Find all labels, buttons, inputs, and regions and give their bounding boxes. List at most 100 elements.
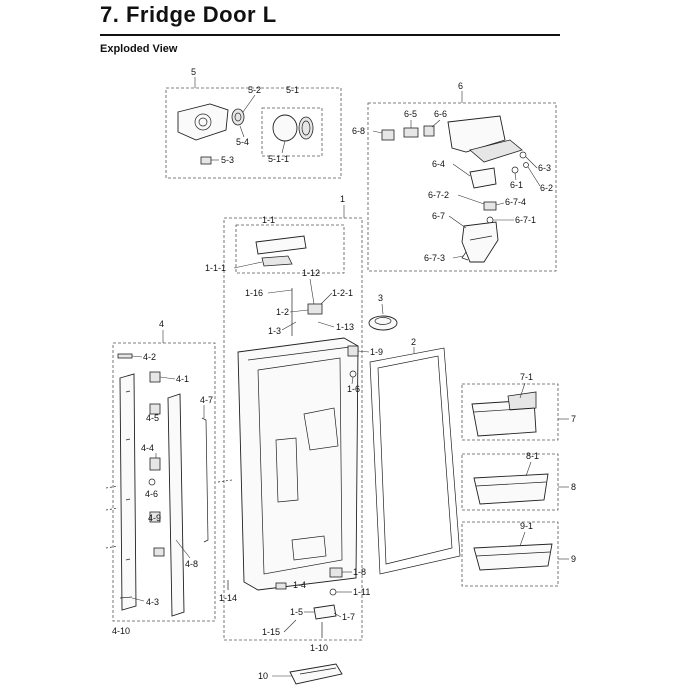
label-6-1: 6-1 xyxy=(510,180,523,190)
label-4-4: 4-4 xyxy=(141,443,154,453)
label-1-1: 1-1 xyxy=(262,215,275,225)
part-1-11 xyxy=(329,588,337,596)
label-1-10: 1-10 xyxy=(310,643,328,653)
group-4-box xyxy=(112,342,216,622)
part-6-8 xyxy=(381,129,395,141)
label-1-16: 1-16 xyxy=(245,288,263,298)
label-2: 2 xyxy=(411,337,416,347)
label-6-7-3: 6-7-3 xyxy=(424,253,445,263)
label-1: 1 xyxy=(340,194,345,204)
label-6-6: 6-6 xyxy=(434,109,447,119)
label-9: 9 xyxy=(571,554,576,564)
label-1-2: 1-2 xyxy=(276,307,289,317)
label-8-1: 8-1 xyxy=(526,451,539,461)
part-5-2 xyxy=(231,108,245,126)
label-6: 6 xyxy=(458,81,463,91)
part-4-3 xyxy=(119,596,133,599)
group-9-box xyxy=(461,521,559,587)
part-4-8-clip xyxy=(153,547,165,557)
label-9-1: 9-1 xyxy=(520,521,533,531)
group-5-box xyxy=(165,87,342,179)
label-1-2-1: 1-2-1 xyxy=(332,288,353,298)
part-3-ring xyxy=(368,315,398,331)
part-1-door-liner xyxy=(237,337,359,591)
label-7-1: 7-1 xyxy=(520,372,533,382)
label-4-2: 4-2 xyxy=(143,352,156,362)
label-4-10: 4-10 xyxy=(112,626,130,636)
label-5-1: 5-1 xyxy=(286,85,299,95)
part-1-9 xyxy=(347,345,359,357)
label-4-7: 4-7 xyxy=(200,395,213,405)
part-9-1-bin xyxy=(473,543,553,571)
part-6-2 xyxy=(523,162,529,168)
part-5-3 xyxy=(200,156,212,165)
part-1-2 xyxy=(307,303,323,315)
group-8-box xyxy=(461,453,559,511)
group-1-1-box xyxy=(235,224,345,274)
label-4-8: 4-8 xyxy=(185,559,198,569)
label-1-14: 1-14 xyxy=(219,593,237,603)
part-4-8-wire xyxy=(201,417,209,543)
label-1-12: 1-12 xyxy=(302,268,320,278)
part-1-4 xyxy=(275,582,287,590)
label-8: 8 xyxy=(571,482,576,492)
part-6-4 xyxy=(469,167,497,189)
label-1-11: 1-11 xyxy=(353,587,370,597)
label-1-9: 1-9 xyxy=(370,347,383,357)
label-4-9: 4-9 xyxy=(148,513,161,523)
screw-axis-4 xyxy=(217,479,233,483)
label-4-6: 4-6 xyxy=(145,489,158,499)
part-1-8 xyxy=(329,567,343,578)
title-rule: 7. Fridge Door L xyxy=(100,0,560,36)
part-8-1-bin xyxy=(473,473,549,505)
label-6-2: 6-2 xyxy=(540,183,553,193)
label-5-2: 5-2 xyxy=(248,85,261,95)
part-6-5 xyxy=(403,127,419,138)
part-5-1-motor xyxy=(272,114,314,142)
part-2-gasket xyxy=(369,347,461,575)
label-6-8: 6-8 xyxy=(352,126,365,136)
label-1-3: 1-3 xyxy=(268,326,281,336)
label-6-5: 6-5 xyxy=(404,109,417,119)
label-3: 3 xyxy=(378,293,383,303)
part-6-dispenser-frame xyxy=(447,115,523,163)
label-1-6: 1-6 xyxy=(347,384,360,394)
part-6-3 xyxy=(519,151,527,159)
part-6-7-4 xyxy=(483,201,497,211)
part-5-housing xyxy=(177,103,229,141)
part-1-5-hinge xyxy=(313,604,337,620)
group-1-box xyxy=(223,217,363,641)
label-6-7-1: 6-7-1 xyxy=(515,215,536,225)
label-7: 7 xyxy=(571,414,576,424)
label-1-4: 1-4 xyxy=(293,580,306,590)
section-subtitle: Exploded View xyxy=(100,43,178,55)
part-7-1-bin xyxy=(471,391,537,437)
label-6-7-2: 6-7-2 xyxy=(428,190,449,200)
label-10: 10 xyxy=(258,671,268,681)
part-4-2 xyxy=(117,353,133,359)
label-5-3: 5-3 xyxy=(221,155,234,165)
part-6-6 xyxy=(423,125,435,137)
part-10-cover xyxy=(289,663,343,685)
label-1-15: 1-15 xyxy=(262,627,280,637)
part-4-7-rail xyxy=(167,393,185,617)
label-1-1-1: 1-1-1 xyxy=(205,263,226,273)
label-1-7: 1-7 xyxy=(342,612,355,622)
part-4-4-bracket xyxy=(149,457,161,471)
label-6-4: 6-4 xyxy=(432,159,445,169)
label-4: 4 xyxy=(159,319,164,329)
part-4-trim-strip xyxy=(119,373,137,611)
label-5: 5 xyxy=(191,67,196,77)
part-4-9-bracket xyxy=(149,511,161,523)
page-title: 7. Fridge Door L xyxy=(100,2,277,27)
label-5-1-1: 5-1-1 xyxy=(268,154,289,164)
label-1-5: 1-5 xyxy=(290,607,303,617)
part-4-1 xyxy=(149,371,161,383)
part-6-7-chute xyxy=(461,221,499,263)
screw-axis-3 xyxy=(105,545,119,549)
part-6-7-3 xyxy=(461,251,469,261)
group-5-1-box xyxy=(261,107,323,157)
screw-axis-2 xyxy=(105,507,119,511)
part-6-1 xyxy=(511,166,519,174)
